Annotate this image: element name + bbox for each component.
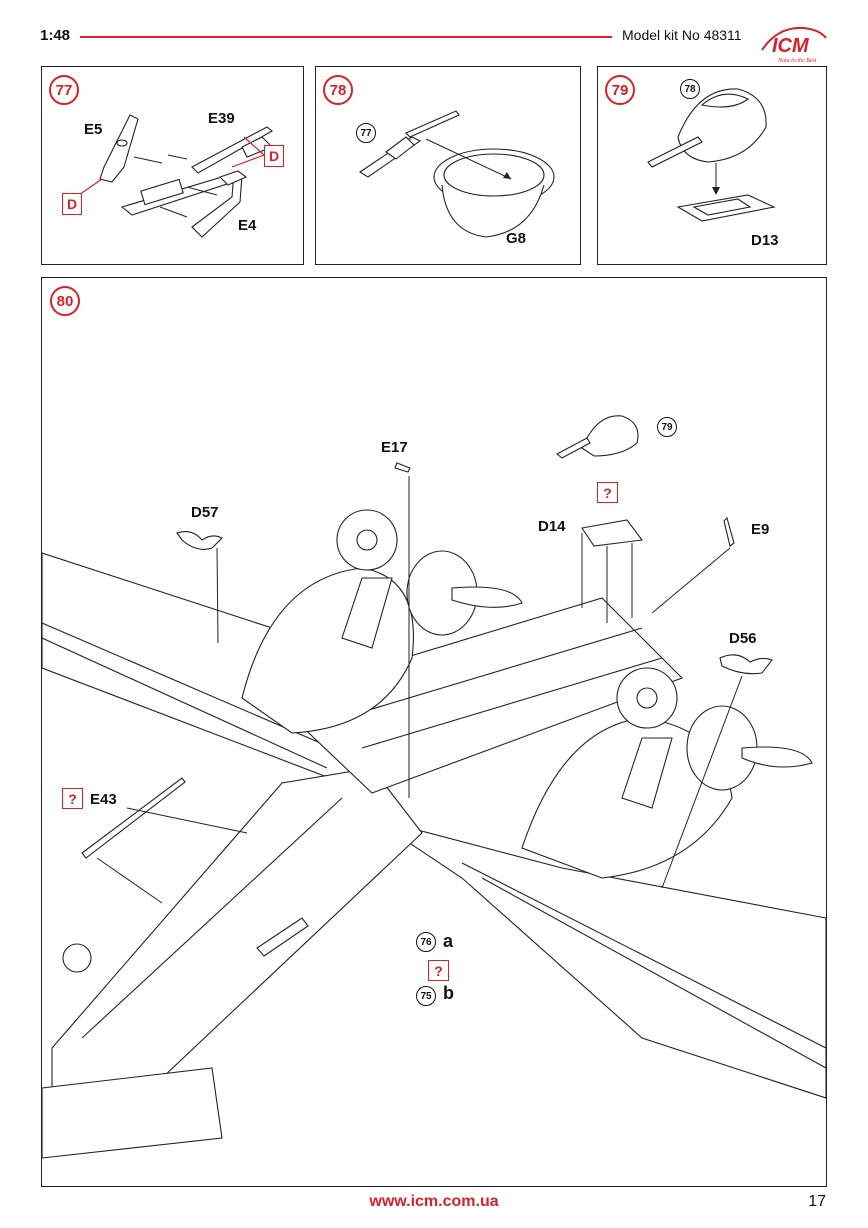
right-wing [371,817,826,1099]
label-d14: D14 [538,518,566,535]
step-79-panel: 79 78 D13 [597,66,827,265]
fuselage [51,767,423,1089]
tail-plane [42,1067,223,1159]
footer-url[interactable]: www.icm.com.ua [369,1193,499,1210]
label-d13: D13 [751,232,779,249]
step-78-panel: 78 77 G8 [315,66,581,265]
step-77-panel: 77 E5 E39 E4 D D [41,66,304,265]
scale-label: 1:48 [40,27,71,44]
aircraft-assembly-drawing [42,415,826,1159]
step-80-badge: 80 [50,286,80,316]
ref-step-79: 79 [657,417,677,437]
label-g8: G8 [506,230,527,247]
label-e17: E17 [381,439,408,456]
step-77-drawing [75,114,273,238]
logo-tagline: Nota in the Best [777,58,817,64]
header-rule [80,36,612,38]
icm-logo: ICM Nota in the Best [761,26,827,64]
label-e4: E4 [238,217,257,234]
label-e39: E39 [208,110,235,127]
step-79-drawing [647,88,776,222]
question-box-e43: ? [62,788,83,809]
ref-step-77: 77 [356,123,376,143]
step-79-badge: 79 [605,75,635,105]
option-b: b [443,983,454,1003]
step-78-drawing [358,110,555,238]
decal-d-right: D [264,145,284,167]
step-80-panel: 80 [41,277,827,1187]
label-e43: E43 [90,791,117,808]
option-a: a [443,931,454,951]
model-kit-number: Model kit No 48311 [622,27,742,43]
label-d57: D57 [191,504,219,521]
step-78-badge: 78 [323,75,353,105]
ref-step-78: 78 [680,79,700,99]
question-box-d14: ? [597,482,618,503]
label-e9: E9 [751,521,770,538]
label-d56: D56 [729,630,757,647]
page-number: 17 [808,1193,826,1210]
tail-wheel [62,943,92,973]
ref-step-75: 75 [416,986,436,1006]
step-77-badge: 77 [49,75,79,105]
question-box-options: ? [428,960,449,981]
label-e5: E5 [84,121,103,138]
logo-text: ICM [772,35,810,57]
decal-d-left: D [62,193,82,215]
ref-step-76: 76 [416,932,436,952]
